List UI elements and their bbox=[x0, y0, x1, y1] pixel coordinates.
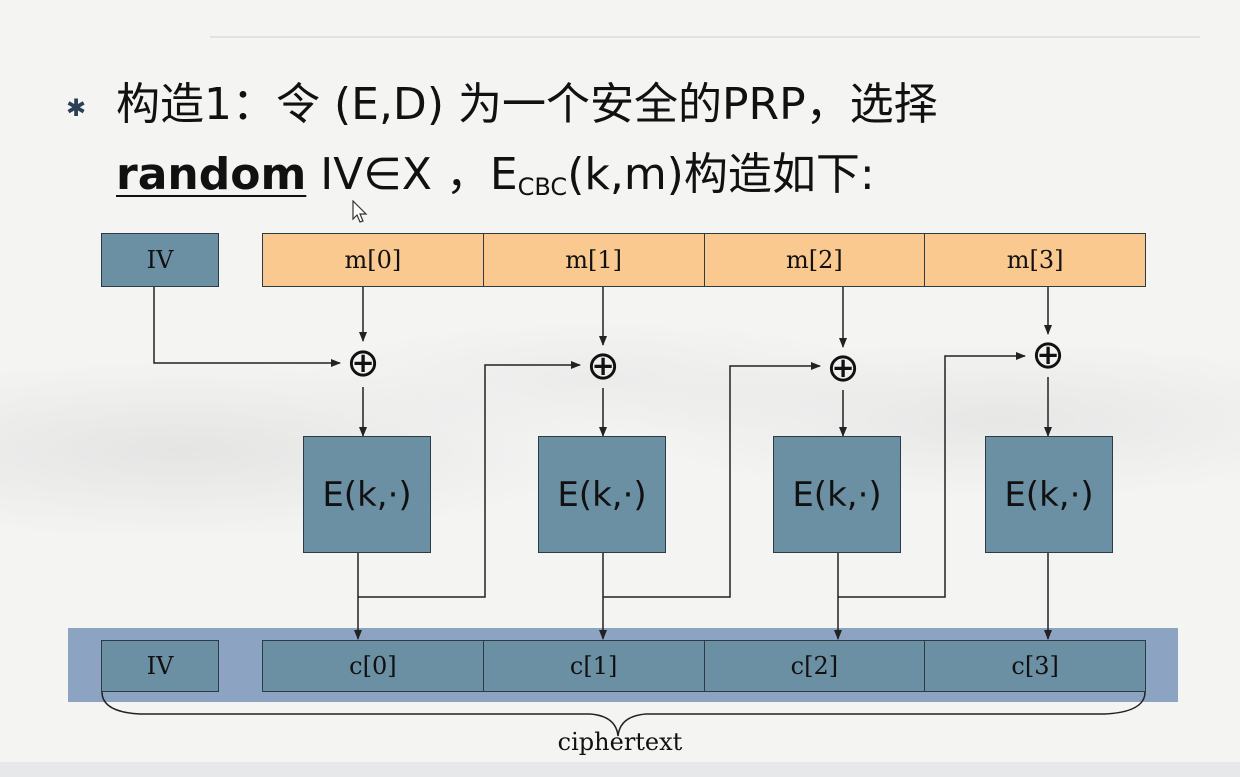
bullet-icon: ✱ bbox=[66, 94, 87, 122]
message-blocks-row: m[0] m[1] m[2] m[3] bbox=[262, 233, 1146, 287]
ciphertext-block: c[0] bbox=[263, 641, 484, 691]
mouse-cursor-icon bbox=[352, 200, 368, 223]
ciphertext-block: c[3] bbox=[1011, 652, 1059, 680]
xor-icon: ⊕ bbox=[586, 343, 620, 389]
iv-top-label: IV bbox=[146, 246, 174, 274]
message-block: m[2] bbox=[705, 234, 926, 286]
xor-icon: ⊕ bbox=[346, 340, 380, 386]
ciphertext-block: c[1] bbox=[484, 641, 705, 691]
ciphertext-caption: ciphertext bbox=[557, 728, 683, 756]
message-block: m[1] bbox=[484, 234, 705, 286]
xor-icon: ⊕ bbox=[826, 345, 860, 391]
iv-top-box: IV bbox=[101, 233, 219, 287]
encrypt-block: E(k,·) bbox=[773, 436, 901, 553]
title-line-1: 构造1：令 (E,D) 为一个安全的PRP，选择 bbox=[116, 79, 938, 130]
slide-title: 构造1：令 (E,D) 为一个安全的PRP，选择 random IV∈X ，EC… bbox=[116, 70, 1196, 210]
xor-icon: ⊕ bbox=[1031, 332, 1065, 378]
encrypt-label: E(k,·) bbox=[792, 474, 882, 515]
header-rule bbox=[210, 36, 1200, 38]
iv-bottom-box: IV bbox=[101, 640, 219, 692]
ciphertext-block: c[2] bbox=[705, 641, 926, 691]
title-line-2: random IV∈X ，ECBC(k,m)构造如下: bbox=[116, 140, 1196, 210]
title-line-2-part-b: (k,m)构造如下: bbox=[567, 149, 875, 200]
encrypt-label: E(k,·) bbox=[1004, 474, 1094, 515]
ciphertext-blocks-row: c[0] c[1] c[2] c[3] bbox=[262, 640, 1146, 692]
encrypt-label: E(k,·) bbox=[322, 474, 412, 515]
presentation-toolbar-strip bbox=[0, 762, 1240, 777]
title-subscript: CBC bbox=[517, 173, 568, 201]
iv-bottom-label: IV bbox=[146, 652, 174, 680]
message-block: m[3] bbox=[1006, 246, 1064, 274]
title-line-2-part-a: IV∈X ，E bbox=[306, 149, 518, 200]
message-block: m[0] bbox=[263, 234, 484, 286]
title-random-word: random bbox=[116, 149, 307, 200]
encrypt-block: E(k,·) bbox=[303, 436, 431, 553]
encrypt-label: E(k,·) bbox=[557, 474, 647, 515]
encrypt-block: E(k,·) bbox=[538, 436, 666, 553]
encrypt-block: E(k,·) bbox=[985, 436, 1113, 553]
